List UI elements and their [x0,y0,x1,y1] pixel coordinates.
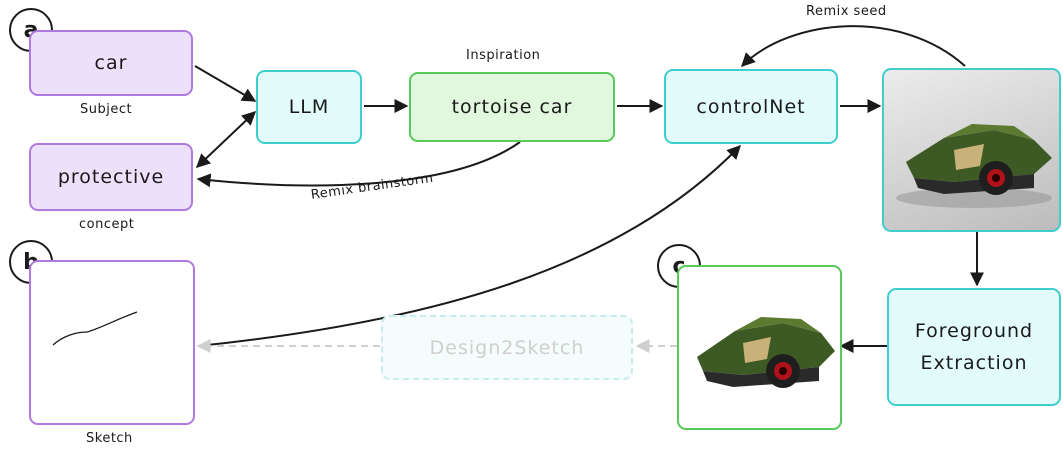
generated-car-image [882,68,1061,232]
foreground-label-line2: Extraction [920,352,1028,374]
design2sketch-node[interactable]: Design2Sketch [381,315,633,380]
sketch-frame [29,260,195,425]
inspiration-label: tortoise car [451,96,573,118]
arrow-sketch-to-controlnet [197,144,741,347]
llm-node[interactable]: LLM [256,70,362,144]
sketch-stroke-icon [52,311,138,346]
foreground-extraction-node[interactable]: Foreground Extraction [887,288,1061,406]
sketch-caption: Sketch [86,431,133,446]
subject-caption: Subject [80,102,133,117]
concept-label: protective [57,166,165,188]
subject-label: car [94,52,128,74]
controlnet-node[interactable]: controlNet [664,69,838,144]
subject-node[interactable]: car [29,30,193,96]
concept-caption: concept [79,217,135,232]
arrow-protective-llm [195,111,257,168]
car-render-icon [896,124,1052,208]
foreground-label-line1: Foreground [914,320,1034,342]
extracted-car-image [677,265,842,430]
arrow-remix-seed [741,25,966,67]
concept-node[interactable]: protective [29,143,193,211]
inspiration-caption: Inspiration [466,48,541,63]
controlnet-label: controlNet [696,95,806,118]
remix-seed-label: Remix seed [806,4,887,19]
arrow-remix-brainstorm [196,141,521,188]
inspiration-node[interactable]: tortoise car [409,72,615,142]
llm-label: LLM [288,96,330,118]
arrow-car-to-llm [194,65,257,102]
design2sketch-label: Design2Sketch [429,336,585,359]
extracted-car-icon [697,317,835,388]
